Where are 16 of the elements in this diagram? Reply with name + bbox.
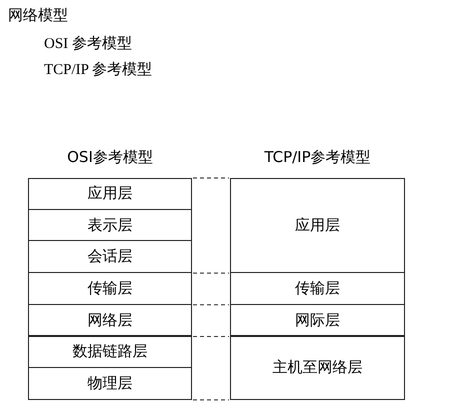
layer-cell: 应用层 [28,178,192,210]
list-item: TCP/IP 参考模型 [44,60,152,79]
list-item: OSI 参考模型 [44,34,132,53]
column-heading: OSI参考模型 [66,148,154,167]
layer-cell: 会话层 [28,240,192,274]
layer-cell: 物理层 [28,367,192,400]
layer-cell: 主机至网络层 [230,336,405,400]
layer-cell: 数据链路层 [28,336,192,368]
column-heading: TCP/IP参考模型 [263,148,372,167]
layer-cell: 网络层 [28,304,192,336]
layer-cell: 传输层 [230,272,405,305]
layer-cell: 传输层 [28,272,192,305]
layer-cell: 表示层 [28,208,192,242]
heading: 网络模型 [8,6,68,25]
layer-cell: 网际层 [230,304,405,336]
layer-cell: 应用层 [230,178,405,274]
